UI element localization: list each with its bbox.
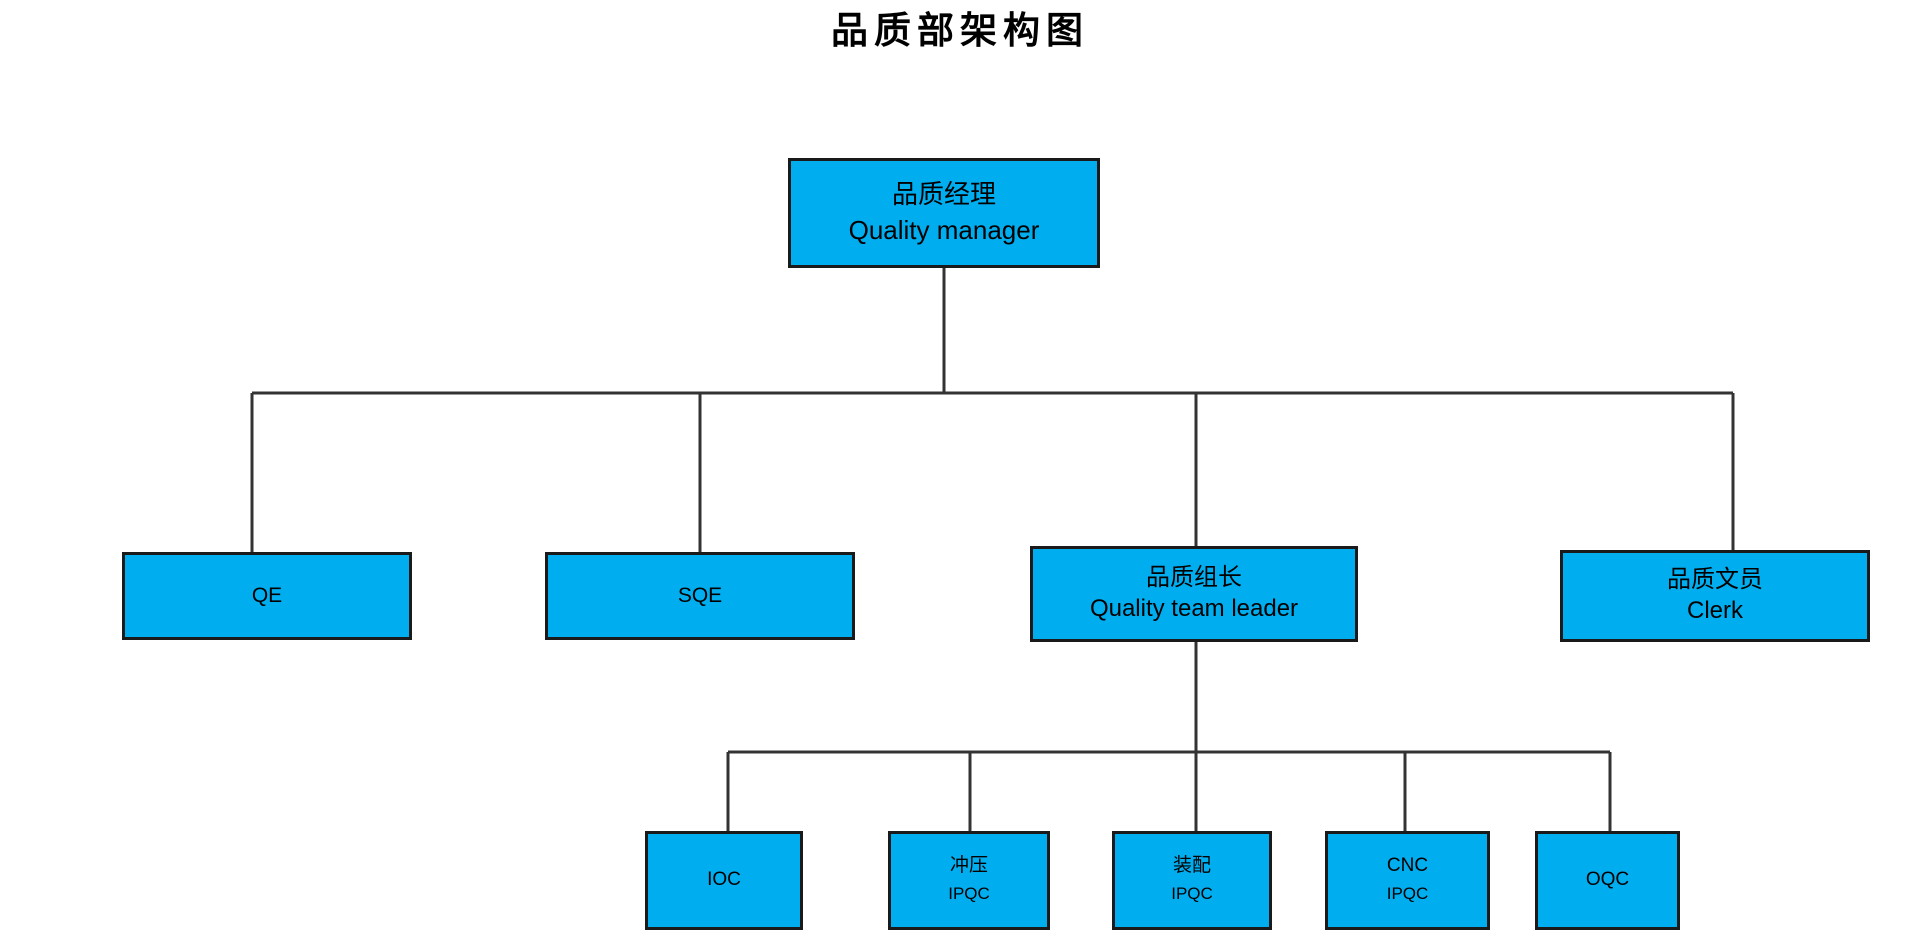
org-node-label-en: Quality team leader (1089, 595, 1299, 623)
org-node-label-cn: 品质经理 (891, 178, 996, 209)
org-node-label-en: IOC (707, 869, 741, 891)
org-node-label-cn: 冲压 (949, 854, 988, 876)
org-node-qe[interactable]: QE (122, 552, 412, 640)
org-node-label-en: SQE (677, 583, 723, 607)
org-node-label-en: QE (251, 583, 283, 607)
org-node-sqe[interactable]: SQE (545, 552, 855, 640)
org-node-label-en: IPQC (1386, 884, 1429, 904)
page-title: 品质部架构图 (831, 8, 1089, 52)
org-node-label-cn: CNC (1386, 854, 1429, 876)
org-node-label-en: OQC (1585, 869, 1630, 891)
org-node-oqc[interactable]: OQC (1535, 831, 1680, 930)
org-node-label-en: IPQC (1171, 884, 1213, 904)
org-node-label-en: Quality manager (848, 214, 1040, 245)
org-node-label-cn: 品质组长 (1146, 564, 1242, 592)
org-node-ioc[interactable]: IOC (645, 831, 803, 930)
org-node-assembly-ipqc[interactable]: 装配 IPQC (1112, 831, 1272, 930)
org-node-label-en: IPQC (948, 884, 990, 904)
org-node-cnc-ipqc[interactable]: CNC IPQC (1325, 831, 1490, 930)
org-node-stamping-ipqc[interactable]: 冲压 IPQC (888, 831, 1050, 930)
org-node-quality-team-leader[interactable]: 品质组长 Quality team leader (1030, 546, 1358, 642)
org-node-label-cn: 品质文员 (1667, 566, 1763, 594)
org-node-label-en: Clerk (1686, 597, 1743, 625)
org-node-quality-manager[interactable]: 品质经理 Quality manager (788, 158, 1100, 268)
org-node-label-cn: 装配 (1172, 854, 1211, 876)
org-node-quality-clerk[interactable]: 品质文员 Clerk (1560, 550, 1870, 642)
